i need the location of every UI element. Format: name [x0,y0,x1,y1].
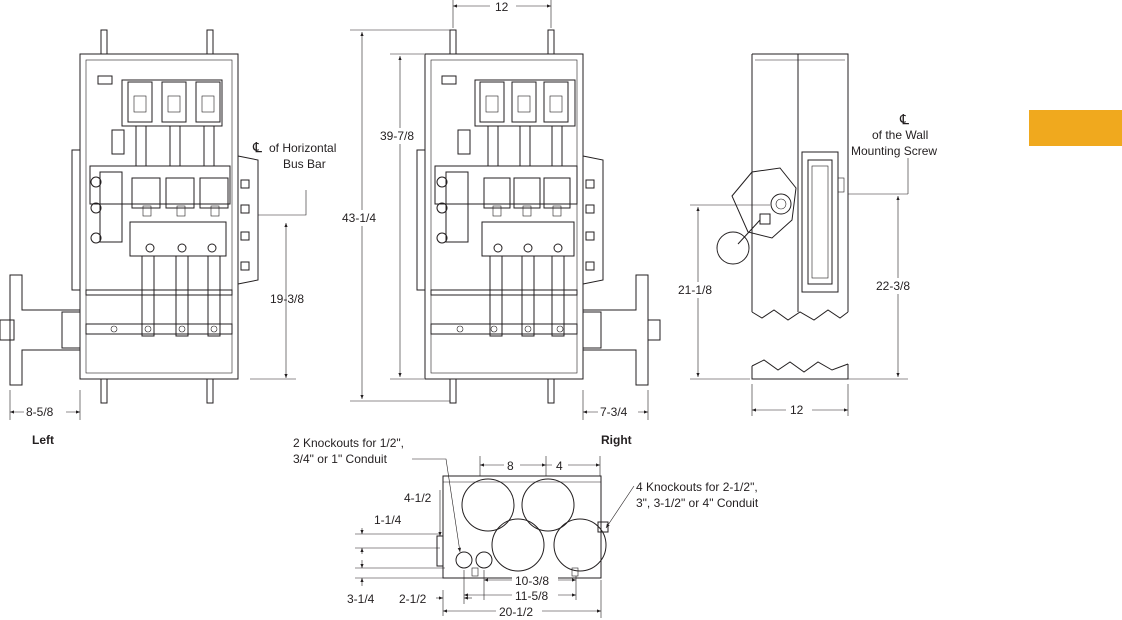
dim-39-7-8: 39-7/8 [380,129,414,143]
dim-top-12: 12 [495,0,509,14]
dim-22-3-8: 22-3/8 [876,279,910,293]
dim-7-3-4: 7-3/4 [600,405,628,419]
dim-box-3-1-4: 3-1/4 [347,592,375,606]
dim-box-8: 8 [507,459,514,473]
dim-box-11-5-8: 11-5/8 [515,589,548,603]
dim-box-4-1-2: 4-1/2 [404,491,432,505]
view-label-left: Left [32,433,54,447]
bottom-box-view [436,475,609,579]
dim-box-1-1-4: 1-1/4 [374,513,402,527]
dim-side-12: 12 [790,403,804,417]
dim-box-4: 4 [556,459,563,473]
dim-box-20-1-2: 20-1/2 [499,605,533,619]
horizontal-bus-label-1: of Horizontal [269,141,336,155]
side-view [716,53,849,380]
dim-43-1-4: 43-1/4 [342,211,376,225]
dim-box-10-3-8: 10-3/8 [515,574,549,588]
small-knockouts-label-1: 2 Knockouts for 1/2", [293,436,404,450]
large-knockouts-label-1: 4 Knockouts for 2-1/2", [636,480,758,494]
dim-box-2-1-2: 2-1/2 [399,592,427,606]
small-knockouts-label-2: 3/4" or 1" Conduit [293,452,388,466]
cl-symbol-2: ℄ [899,111,909,127]
right-front-view [416,29,661,404]
cl-symbol-1: ℄ [252,139,262,155]
large-knockouts-label-2: 3", 3-1/2" or 4" Conduit [636,496,759,510]
svg-text:℄: ℄ [252,139,262,155]
left-front-view [0,29,259,404]
dim-19-3-8: 19-3/8 [270,292,304,306]
horizontal-bus-label-2: Bus Bar [283,157,326,171]
wall-screw-label-2: Mounting Screw [851,144,937,158]
view-label-right: Right [601,433,632,447]
dim-21-1-8: 21-1/8 [678,283,712,297]
wall-screw-label-1: of the Wall [872,128,928,142]
section-tab [1029,110,1122,146]
dim-8-5-8: 8-5/8 [26,405,54,419]
